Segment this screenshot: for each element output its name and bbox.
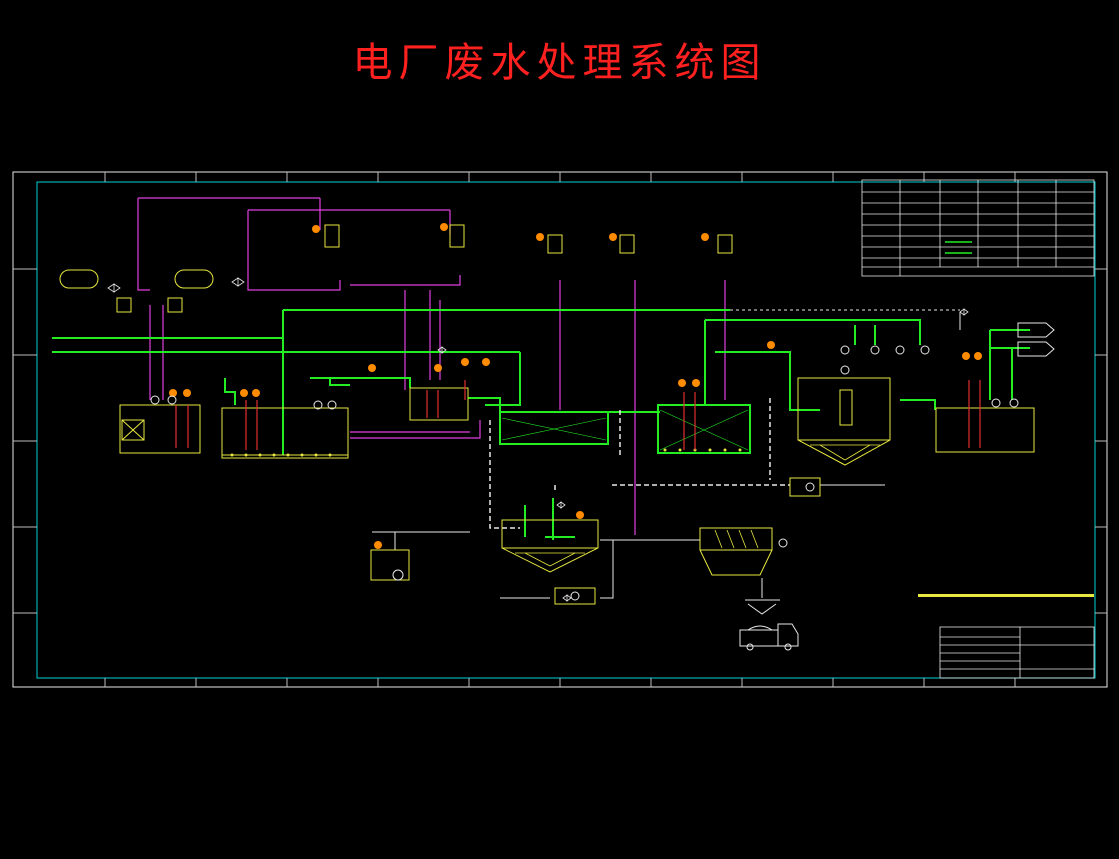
instrument-icon <box>169 223 982 549</box>
drain-pipes <box>489 398 790 529</box>
equipment-outlines <box>59 224 1035 605</box>
tank-hatching <box>501 409 749 451</box>
title-block <box>939 626 1095 679</box>
truck-icon <box>739 623 799 651</box>
hopper-icon <box>745 578 780 615</box>
effluent-lines <box>372 309 961 599</box>
zone-ticks <box>13 172 1107 687</box>
main-water-pipes <box>52 309 1030 540</box>
legend-swatches <box>945 241 972 254</box>
pump-icon <box>150 345 1019 601</box>
inner-frame <box>36 181 1096 679</box>
chemical-outlets <box>1017 322 1055 357</box>
note-marks <box>918 594 1094 597</box>
diagram-title: 电厂废水处理系统图 <box>352 40 767 86</box>
sampling-lines <box>175 380 981 450</box>
valve-icon <box>107 277 969 602</box>
outer-frame <box>12 171 1108 688</box>
legend-table <box>861 179 1095 277</box>
internal-details <box>515 444 880 567</box>
